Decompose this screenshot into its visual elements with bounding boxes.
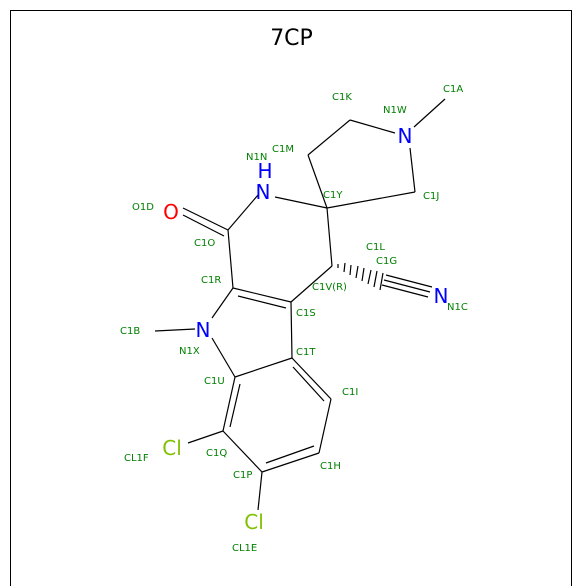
label-c1o: C1O (194, 238, 215, 249)
label-c1k: C1K (332, 92, 352, 103)
label-n1x: N1X (179, 346, 200, 357)
bond-triple-3 (385, 274, 433, 288)
label-c1s: C1S (296, 308, 316, 319)
label-c1u: C1U (204, 376, 225, 387)
bond-triple-1 (383, 279, 431, 293)
label-c1y: C1Y (323, 190, 343, 201)
bond-c1q-cl (187, 430, 224, 444)
bond-c1h-c1p-b (265, 445, 315, 464)
bond-c1r-n1x (211, 287, 234, 319)
pyrrole-ring (154, 287, 293, 378)
hydrogen-amide-atom: H (257, 159, 272, 183)
bond-c1q-c1u-b (229, 383, 241, 428)
bond-c1r-c1s-a (232, 287, 292, 303)
label-c1m: C1M (272, 144, 294, 155)
nitrile-group (337, 262, 433, 298)
label-c1i: C1I (342, 387, 358, 398)
oxygen-atom: O (163, 200, 179, 224)
bond-c1o-o1d-a (182, 207, 229, 231)
bond-c1q-c1u-a (222, 376, 236, 432)
label-n1w: N1W (383, 105, 407, 116)
label-c1h: C1H (320, 461, 341, 472)
bond-c1p-cl (257, 471, 263, 511)
label-o1d: O1D (132, 202, 154, 213)
bond-n1x-c1u (211, 337, 236, 378)
chlorine-atom-1: Cl (162, 436, 182, 460)
label-n1n: N1N (246, 152, 267, 163)
label-cl1f: CL1F (124, 453, 149, 464)
benzene-ring (187, 357, 332, 511)
label-c1p: C1P (233, 470, 252, 481)
piperidine-ring (307, 98, 446, 209)
bond-c1u-c1t (234, 357, 293, 378)
diagram-frame (10, 10, 572, 586)
label-c1b: C1B (120, 326, 140, 337)
label-cl1e: CL1E (232, 543, 257, 554)
label-c1t: C1T (296, 347, 316, 358)
label-c1r: C1R (201, 275, 221, 286)
bond-c1r-c1s-b (237, 295, 287, 309)
label-c1j: C1J (423, 191, 439, 202)
bond-c1m-c1y (307, 154, 328, 209)
bond-n1x-c1b (154, 328, 196, 332)
bond-c1v-c1s (290, 265, 333, 303)
nitrogen-indole-atom: N (196, 318, 211, 342)
bond-c1t-c1i-a (291, 357, 332, 400)
bond-c1y-c1v (326, 207, 333, 267)
bond-c1o-c1r (227, 229, 234, 289)
label-n1c: N1C (447, 302, 468, 313)
bond-c1j-n1w (409, 147, 416, 193)
bond-c1i-c1h (318, 398, 332, 454)
bond-c1o-o1d-b (182, 214, 225, 237)
bond-c1h-c1p-a (261, 452, 320, 473)
label-c1a: C1A (443, 84, 463, 95)
bond-c1s-c1t (290, 301, 293, 359)
bond-n1n-c1o (227, 194, 259, 231)
nitrogen-piperidine-atom: N (398, 124, 413, 148)
bond-triple-2 (381, 284, 429, 298)
bond-c1p-c1q (222, 430, 263, 473)
bond-n1n-c1y (274, 196, 328, 209)
label-c1g: C1G (376, 256, 397, 267)
bond-c1k-c1m (307, 119, 351, 156)
label-c1q: C1Q (206, 448, 227, 459)
label-c1v: C1V(R) (312, 282, 347, 293)
bond-c1t-c1i-b (292, 366, 325, 402)
bond-c1k-n1w (349, 119, 396, 134)
bond-n1w-c1a (413, 98, 446, 128)
label-c1l: C1L (366, 242, 385, 253)
nitrogen-nitrile-atom: N (434, 284, 449, 308)
chlorine-atom-2: Cl (244, 510, 264, 534)
bond-c1y-c1j (326, 191, 416, 209)
molecule-title: 7CP (270, 26, 313, 51)
nitrogen-amide-atom: N (256, 180, 271, 204)
lactam-ring (182, 194, 333, 309)
